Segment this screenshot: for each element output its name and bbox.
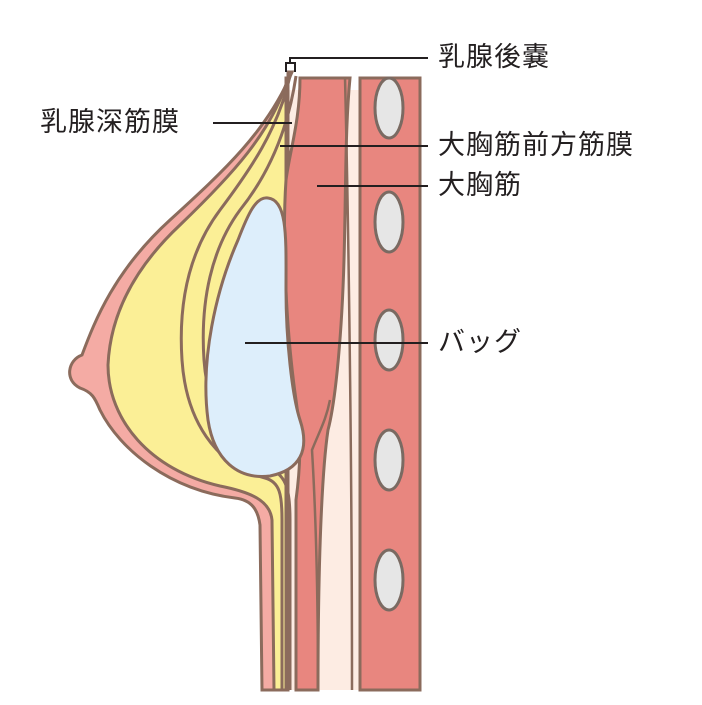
chest-wall-inner-line [343, 77, 354, 691]
label-pectoral-fascia: 大胸筋前方筋膜 [438, 130, 634, 161]
muscle-boundary-line [310, 399, 332, 691]
rib-2 [373, 190, 405, 254]
leader-retromammary-space [285, 57, 428, 72]
label-deep-fascia: 乳腺深筋膜 [40, 107, 180, 138]
label-bag: バッグ [438, 327, 522, 358]
rib-5 [373, 548, 405, 612]
rib-4 [373, 428, 405, 492]
label-pectoralis-major: 大胸筋 [438, 170, 522, 201]
rib-1 [373, 76, 405, 140]
rib-3 [373, 308, 405, 372]
implant-bag [204, 196, 306, 478]
deep-fascia-line-1 [179, 75, 292, 690]
label-retromammary-space: 乳腺後嚢 [438, 42, 550, 73]
